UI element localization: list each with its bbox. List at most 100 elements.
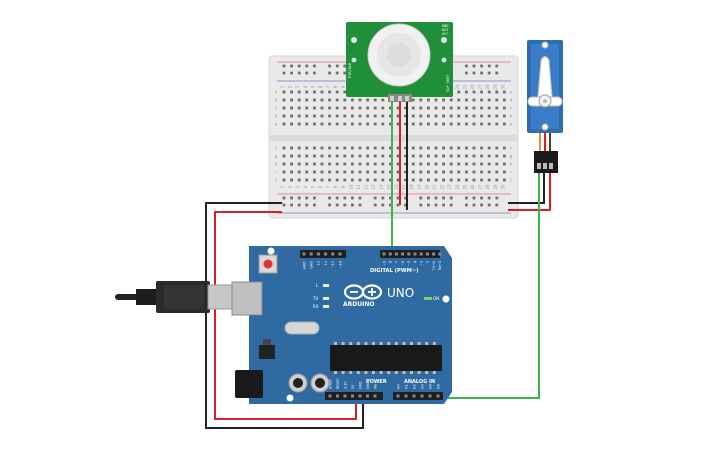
breadboard-hole[interactable] — [373, 196, 377, 200]
breadboard-hole[interactable] — [282, 170, 286, 174]
breadboard-hole[interactable] — [472, 114, 476, 118]
breadboard-hole[interactable] — [411, 154, 415, 158]
breadboard-hole[interactable] — [449, 146, 453, 150]
breadboard-hole[interactable] — [465, 203, 468, 207]
breadboard-hole[interactable] — [411, 98, 415, 102]
breadboard-hole[interactable] — [343, 106, 347, 110]
breadboard-hole[interactable] — [351, 178, 354, 182]
breadboard-hole[interactable] — [396, 154, 400, 158]
breadboard-hole[interactable] — [381, 203, 385, 207]
breadboard-hole[interactable] — [419, 162, 423, 166]
breadboard-hole[interactable] — [343, 162, 347, 166]
breadboard-hole[interactable] — [427, 170, 430, 174]
breadboard-hole[interactable] — [434, 98, 438, 102]
header-pin-hole[interactable] — [432, 252, 436, 256]
breadboard-hole[interactable] — [480, 178, 483, 182]
breadboard-hole[interactable] — [495, 170, 499, 174]
breadboard-hole[interactable] — [472, 162, 476, 166]
breadboard-hole[interactable] — [282, 90, 286, 94]
breadboard-hole[interactable] — [351, 196, 354, 200]
breadboard-hole[interactable] — [480, 114, 483, 118]
breadboard-hole[interactable] — [305, 154, 309, 158]
breadboard-hole[interactable] — [442, 146, 445, 150]
breadboard-hole[interactable] — [351, 154, 354, 158]
breadboard-hole[interactable] — [366, 98, 369, 102]
breadboard-hole[interactable] — [358, 106, 362, 110]
breadboard-hole[interactable] — [404, 178, 407, 182]
header-pin-hole[interactable] — [302, 252, 306, 256]
breadboard-hole[interactable] — [320, 162, 324, 166]
breadboard-hole[interactable] — [297, 122, 301, 126]
breadboard-hole[interactable] — [480, 106, 483, 110]
pir-pin[interactable] — [405, 96, 409, 101]
breadboard-hole[interactable] — [305, 196, 309, 200]
breadboard-hole[interactable] — [442, 106, 445, 110]
breadboard-hole[interactable] — [373, 162, 377, 166]
breadboard-hole[interactable] — [465, 114, 468, 118]
breadboard-hole[interactable] — [487, 98, 491, 102]
breadboard-hole[interactable] — [282, 114, 286, 118]
breadboard-hole[interactable] — [427, 114, 430, 118]
breadboard-hole[interactable] — [297, 114, 301, 118]
breadboard-hole[interactable] — [442, 170, 445, 174]
breadboard-hole[interactable] — [343, 71, 347, 75]
breadboard-hole[interactable] — [457, 90, 461, 94]
breadboard-hole[interactable] — [297, 146, 301, 150]
breadboard-hole[interactable] — [449, 162, 453, 166]
breadboard-hole[interactable] — [313, 106, 316, 110]
breadboard-hole[interactable] — [313, 170, 316, 174]
breadboard-hole[interactable] — [503, 98, 506, 102]
breadboard-hole[interactable] — [411, 114, 415, 118]
breadboard-hole[interactable] — [465, 196, 468, 200]
breadboard-hole[interactable] — [381, 146, 385, 150]
breadboard-hole[interactable] — [366, 170, 369, 174]
breadboard-hole[interactable] — [290, 122, 293, 126]
breadboard-hole[interactable] — [358, 170, 362, 174]
breadboard-hole[interactable] — [396, 162, 400, 166]
breadboard-hole[interactable] — [335, 64, 339, 68]
breadboard-hole[interactable] — [343, 122, 347, 126]
breadboard-hole[interactable] — [282, 122, 286, 126]
breadboard-hole[interactable] — [434, 122, 438, 126]
breadboard-hole[interactable] — [305, 203, 309, 207]
breadboard-hole[interactable] — [358, 162, 362, 166]
breadboard-hole[interactable] — [351, 98, 354, 102]
breadboard-hole[interactable] — [396, 203, 400, 207]
breadboard-hole[interactable] — [472, 122, 476, 126]
breadboard-hole[interactable] — [411, 170, 415, 174]
breadboard-hole[interactable] — [427, 203, 430, 207]
breadboard-hole[interactable] — [282, 146, 286, 150]
breadboard-hole[interactable] — [358, 146, 362, 150]
breadboard-hole[interactable] — [381, 178, 385, 182]
breadboard-hole[interactable] — [503, 114, 506, 118]
breadboard-hole[interactable] — [503, 162, 506, 166]
breadboard-hole[interactable] — [328, 146, 331, 150]
breadboard-hole[interactable] — [366, 178, 369, 182]
breadboard-hole[interactable] — [487, 90, 491, 94]
breadboard-hole[interactable] — [495, 146, 499, 150]
breadboard-hole[interactable] — [305, 90, 309, 94]
breadboard-hole[interactable] — [297, 154, 301, 158]
breadboard-hole[interactable] — [389, 122, 392, 126]
breadboard-hole[interactable] — [335, 170, 339, 174]
breadboard-hole[interactable] — [320, 90, 324, 94]
breadboard-hole[interactable] — [381, 106, 385, 110]
breadboard-hole[interactable] — [465, 98, 468, 102]
breadboard-hole[interactable] — [328, 170, 331, 174]
header-pin-hole[interactable] — [351, 394, 354, 398]
breadboard-hole[interactable] — [297, 98, 301, 102]
breadboard-hole[interactable] — [495, 64, 499, 68]
breadboard-hole[interactable] — [442, 154, 445, 158]
breadboard-hole[interactable] — [366, 106, 369, 110]
breadboard-hole[interactable] — [313, 122, 316, 126]
breadboard-hole[interactable] — [290, 146, 293, 150]
breadboard-hole[interactable] — [290, 90, 293, 94]
breadboard-hole[interactable] — [480, 90, 483, 94]
breadboard-hole[interactable] — [427, 154, 430, 158]
breadboard-hole[interactable] — [404, 170, 407, 174]
breadboard-hole[interactable] — [320, 154, 324, 158]
breadboard-hole[interactable] — [328, 106, 331, 110]
breadboard-hole[interactable] — [358, 122, 362, 126]
header-pin-hole[interactable] — [382, 252, 386, 256]
breadboard-hole[interactable] — [282, 98, 286, 102]
